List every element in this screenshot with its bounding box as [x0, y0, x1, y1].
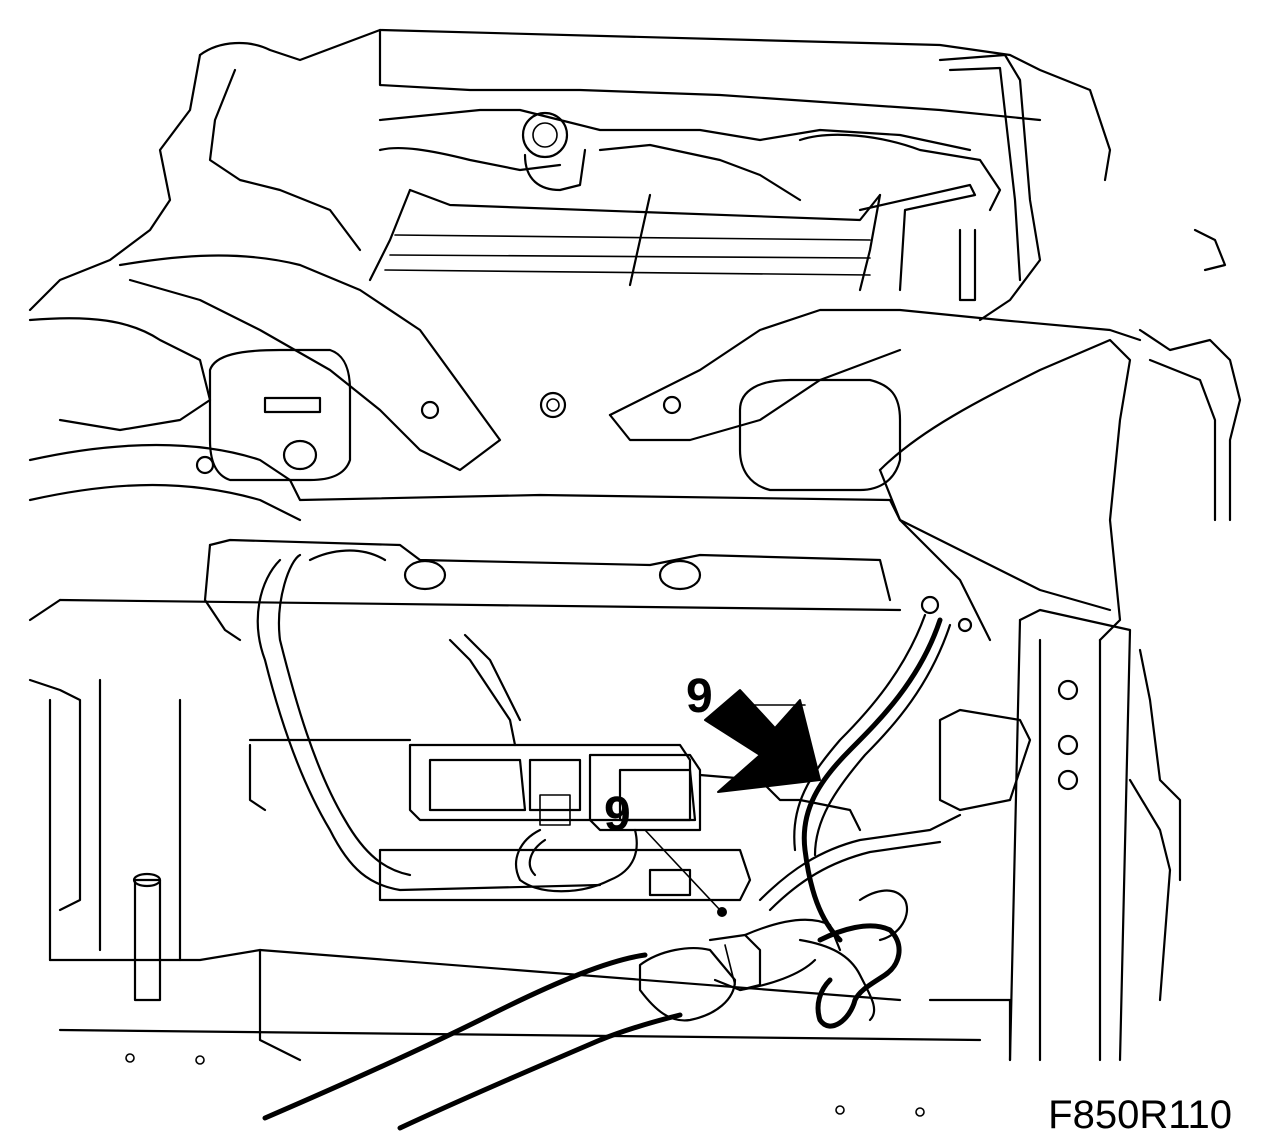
recliner-bracket	[610, 230, 1240, 640]
callout-label-lower: 9	[604, 788, 631, 841]
callout-leaders	[645, 705, 805, 917]
spring-grid	[370, 55, 1040, 320]
wiring-harness	[258, 551, 960, 1027]
pointer-arrow	[705, 690, 820, 792]
cross-member	[30, 256, 990, 640]
side-rail	[940, 610, 1180, 1060]
figure-code: F850R110	[1048, 1093, 1232, 1137]
cable-sheath	[265, 920, 840, 1128]
callout-label-upper: 9	[686, 670, 713, 723]
lower-frame	[30, 540, 1010, 1116]
upper-frame	[30, 30, 1110, 310]
